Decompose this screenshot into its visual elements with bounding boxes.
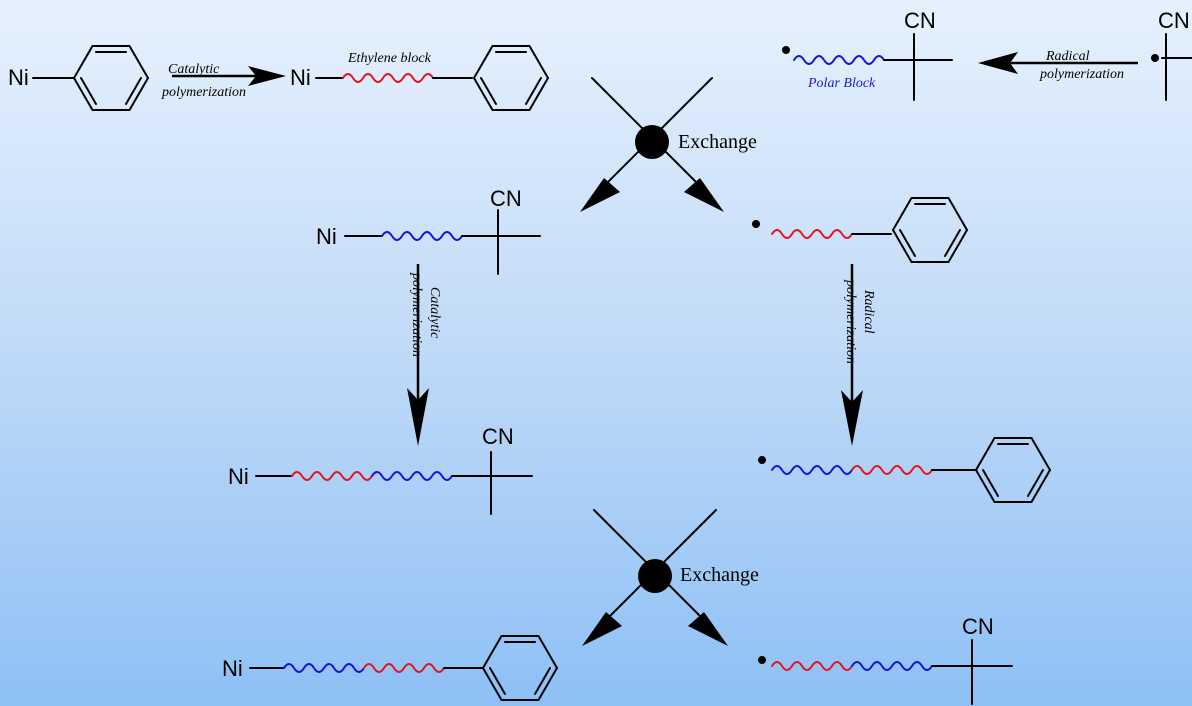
radical-dot (758, 456, 766, 464)
radical-dot (758, 656, 766, 664)
ni-ethylene-phenyl-product: Ni Ethylene block (290, 45, 549, 111)
acrylonitrile-radical-initiator: CN (1151, 8, 1192, 101)
catalytic-polymerization-arrow-vertical: Catalytic polymerization (407, 264, 442, 446)
radical-polymerization-arrow-top: Radical polymerization (978, 49, 1138, 82)
ni-atom-label: Ni (8, 65, 29, 90)
polar-block-chain (283, 663, 365, 673)
exchange-cross-top: Exchange (580, 77, 757, 212)
cn-group-label: CN (482, 424, 514, 449)
ethylene-block-radical (752, 197, 968, 263)
polar-block-label: Polar Block (807, 76, 876, 91)
radical-label-line2: polymerization (843, 279, 858, 364)
ethylene-block-chain (342, 73, 434, 83)
benzene-ring (73, 45, 149, 111)
exchange-label: Exchange (678, 131, 757, 153)
exchange-arrowhead-right (684, 178, 724, 212)
exchange-label: Exchange (680, 564, 759, 586)
exchange-center-dot (638, 559, 672, 593)
catalytic-label-line2: polymerization (409, 272, 424, 357)
ni-polar-block-nitrile: Ni CN (316, 186, 541, 275)
exchange-center-dot (635, 125, 669, 159)
cn-group-label: CN (962, 614, 994, 639)
ethylene-block-chain (363, 663, 445, 673)
cn-group-label: CN (904, 8, 936, 33)
radical-label-line1: Radical (861, 289, 876, 334)
catalytic-label-line1: Catalytic (168, 62, 220, 77)
ni-ethylene-polar-nitrile: Ni CN (228, 424, 533, 515)
radical-dot (782, 46, 790, 54)
polar-block-chain (793, 55, 885, 65)
radical-label-line2: polymerization (1039, 67, 1124, 82)
exchange-arrowhead-right (688, 612, 728, 646)
ni-polar-ethylene-phenyl: Ni (222, 635, 558, 701)
radical-dot (752, 220, 760, 228)
ethylene-block-chain (771, 661, 853, 671)
polar-block-chain (771, 465, 853, 475)
polar-block-chain (381, 231, 463, 241)
radical-polymerization-arrow-vertical: Radical polymerization (841, 264, 876, 446)
polar-block-radical: CN Polar Block (782, 8, 953, 101)
polar-block-chain (371, 471, 453, 481)
exchange-cross-bottom: Exchange (582, 509, 759, 646)
ethylene-block-label: Ethylene block (347, 51, 432, 66)
catalytic-label-line1: Catalytic (427, 287, 442, 339)
cn-group-label: CN (490, 186, 522, 211)
ni-atom-label: Ni (316, 224, 337, 249)
benzene-ring (975, 437, 1051, 503)
exchange-arrowhead-left (582, 612, 622, 646)
radical-label-line1: Radical (1045, 49, 1090, 64)
ni-phenyl-initiator: Ni (8, 45, 149, 111)
benzene-ring (892, 197, 968, 263)
benzene-ring (482, 635, 558, 701)
catalytic-polymerization-arrow-top: Catalytic polymerization (161, 62, 286, 100)
radical-dot (1151, 54, 1159, 62)
polar-ethylene-phenyl-radical (758, 437, 1051, 503)
benzene-ring (473, 45, 549, 111)
ni-atom-label: Ni (222, 656, 243, 681)
exchange-arrowhead-left (580, 178, 620, 212)
cn-group-label: CN (1158, 8, 1190, 33)
polar-block-chain (851, 661, 933, 671)
ethylene-block-chain (291, 471, 373, 481)
ethylene-polar-nitrile-radical: CN (758, 614, 1013, 705)
catalytic-label-line2: polymerization (161, 85, 246, 100)
ni-atom-label: Ni (290, 65, 311, 90)
ethylene-block-chain (851, 465, 933, 475)
ni-atom-label: Ni (228, 464, 249, 489)
ethylene-block-chain (771, 229, 853, 239)
